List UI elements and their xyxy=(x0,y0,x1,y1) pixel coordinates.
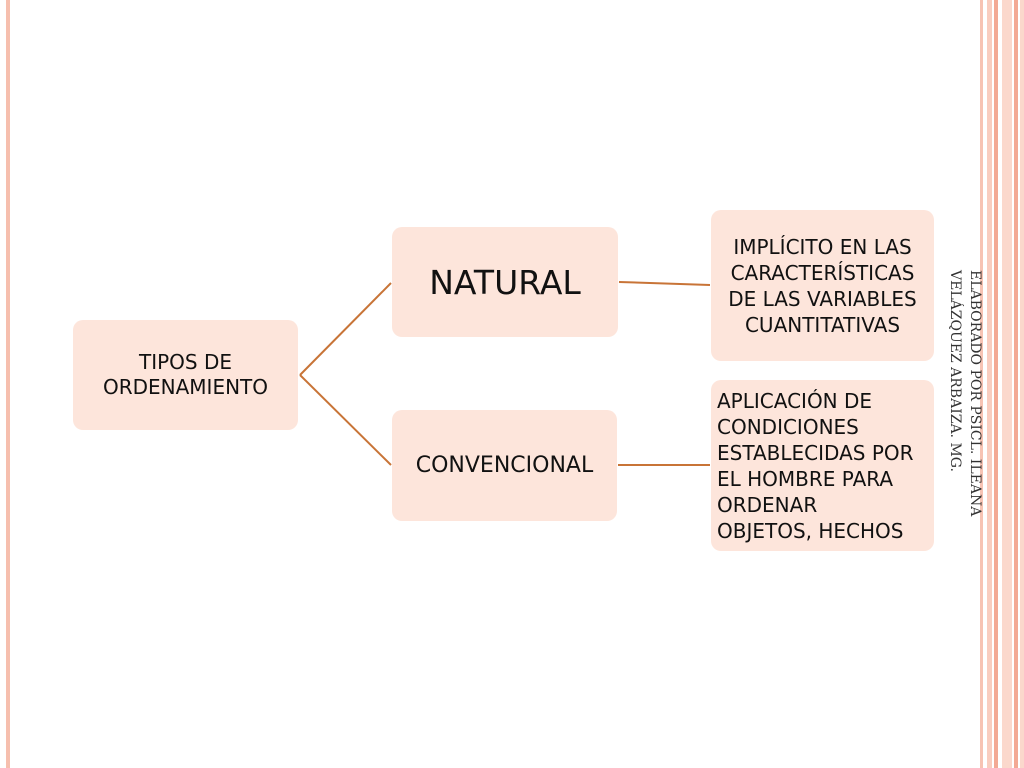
author-credit: ELABORADO POR PSICL. ILEANA VELÁZQUEZ AR… xyxy=(939,270,985,540)
stripe xyxy=(1002,0,1012,768)
node-label: IMPLÍCITO EN LAS CARACTERÍSTICAS DE LAS … xyxy=(728,234,917,337)
credit-line-1: ELABORADO POR PSICL. ILEANA xyxy=(967,270,983,517)
stripe xyxy=(1020,0,1024,768)
node-label: CONVENCIONAL xyxy=(415,453,594,478)
stripe xyxy=(980,0,983,768)
node-label: NATURAL xyxy=(429,262,581,302)
right-decorative-stripes xyxy=(980,0,1024,768)
connector-natural-to-detail xyxy=(618,281,711,286)
node-label: APLICACIÓN DE CONDICIONES ESTABLECIDAS P… xyxy=(717,388,914,543)
node-convencional-detail: APLICACIÓN DE CONDICIONES ESTABLECIDAS P… xyxy=(711,380,934,551)
stripe xyxy=(1014,0,1018,768)
stripe xyxy=(987,0,992,768)
connector-root-to-convencional xyxy=(299,374,392,466)
credit-line-2: VELÁZQUEZ ARBAIZA. MG. xyxy=(947,270,963,472)
stripe xyxy=(994,0,998,768)
node-label: TIPOS DE ORDENAMIENTO xyxy=(102,350,269,399)
left-border-rule xyxy=(6,0,10,768)
node-natural-detail: IMPLÍCITO EN LAS CARACTERÍSTICAS DE LAS … xyxy=(711,210,934,361)
node-tipos-de-ordenamiento: TIPOS DE ORDENAMIENTO xyxy=(73,320,298,430)
node-convencional: CONVENCIONAL xyxy=(392,410,617,521)
node-natural: NATURAL xyxy=(392,227,618,337)
connector-root-to-natural xyxy=(299,282,392,376)
